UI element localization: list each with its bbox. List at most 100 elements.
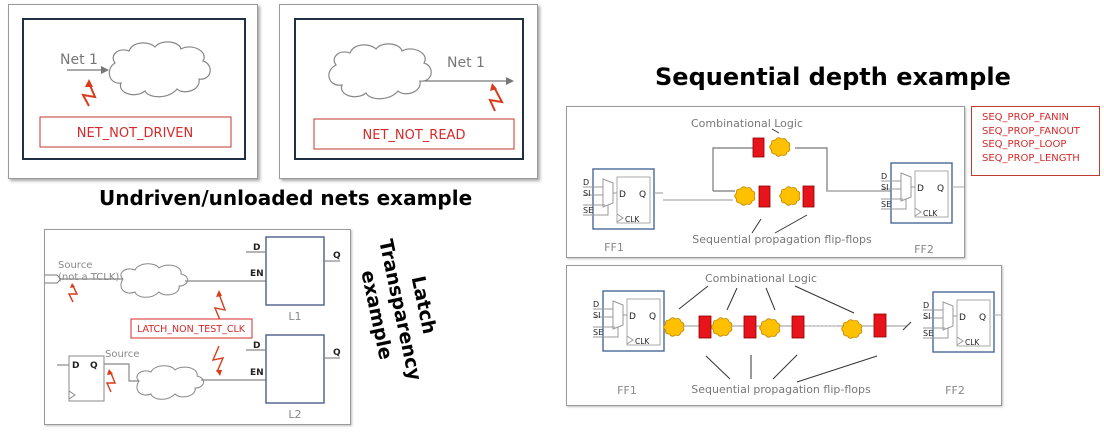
logic-cloud-icon [136, 365, 204, 400]
rule-box [313, 118, 515, 150]
ff-q-pin: Q [937, 184, 944, 194]
seq-rules-box: SEQ_PROP_FANIN SEQ_PROP_FANOUT SEQ_PROP_LO… [971, 106, 1100, 176]
ff-d-pin: D [629, 312, 636, 322]
source-flip-flop [68, 355, 105, 402]
clock-pin-icon [616, 213, 624, 223]
logic-cloud-icon [108, 41, 211, 98]
rule-box [130, 318, 253, 339]
source-label-top: Source [58, 260, 92, 271]
seq-flip-flop [743, 315, 757, 339]
latch-l1 [265, 236, 325, 306]
scan-d-pin: D [881, 172, 887, 181]
inner-frame [22, 18, 246, 160]
source-label-top-note: (not a TCLK) [58, 272, 119, 283]
l2-label: L2 [288, 408, 301, 421]
ff-d-pin: D [917, 184, 924, 194]
scan-si-pin: SI [881, 183, 888, 192]
error-bolt-icon [211, 345, 225, 373]
scan-d-pin: D [923, 301, 929, 310]
wire-slash [902, 321, 912, 331]
seq-rule-item: SEQ_PROP_FANIN [982, 112, 1070, 123]
scan-si-pin: SI [923, 312, 930, 321]
scan-se-pin: SE [881, 200, 891, 209]
ff2-label: FF2 [914, 243, 934, 256]
comb-logic-cloud-icon [663, 317, 685, 337]
flop-pointer [772, 354, 798, 380]
error-bolt-icon [105, 372, 117, 393]
inner-frame [294, 18, 524, 160]
scan-d-pin: D [583, 178, 589, 187]
comb-pointer [678, 285, 709, 310]
rule-name: NET_NOT_DRIVEN [77, 126, 194, 141]
error-arrow-icon [490, 83, 497, 91]
rule-name: NET_NOT_READ [363, 128, 466, 143]
ff-d-pin: D [959, 313, 966, 323]
scan-si-pin: SI [583, 189, 590, 198]
latch-l2 [265, 334, 325, 404]
rule-name: LATCH_NON_TEST_CLK [137, 324, 246, 335]
net-label: Net 1 [60, 52, 98, 68]
latch-transparency-panel: Source (not a TCLK) D EN Q L1 LATCH_NON_… [38, 229, 351, 425]
l1-q-pin: Q [333, 251, 341, 261]
clk-pin: CLK [625, 215, 640, 224]
comb-pointer [771, 128, 780, 134]
flop-pointer [705, 355, 731, 380]
error-arrow-icon [107, 369, 113, 375]
error-bolt-icon [67, 285, 79, 303]
scan-mux-icon [900, 172, 912, 202]
error-arrow-icon [216, 370, 222, 376]
clock-pin-icon [626, 335, 634, 345]
scan-mux-icon [602, 178, 614, 208]
scan-se-pin: SE [923, 329, 933, 338]
comb-logic-label: Combinational Logic [691, 117, 803, 130]
clk-pin: CLK [635, 337, 650, 346]
seq-flip-flop [802, 185, 815, 208]
l1-label: L1 [288, 310, 301, 323]
scan-se-pin: SE [583, 206, 593, 215]
comb-logic-cloud-icon [779, 186, 801, 206]
flop-pointer [796, 355, 878, 383]
net-not-driven-panel: Net 1 NET_NOT_DRIVEN [8, 4, 258, 179]
comb-logic-cloud-icon [841, 319, 863, 339]
clock-pin-icon [956, 336, 964, 346]
comb-logic-cloud-icon [734, 186, 756, 206]
ff-d-pin: D [72, 361, 79, 371]
ff-d-pin: D [619, 190, 626, 200]
error-bolt-icon [213, 293, 227, 321]
ff2-label: FF2 [945, 384, 965, 397]
loop-wire [712, 147, 753, 191]
l2-en-pin: EN [250, 368, 264, 378]
l1-d-pin: D [253, 243, 260, 253]
comb-logic-cloud-icon [759, 318, 781, 338]
seq-rule-item: SEQ_PROP_LENGTH [982, 152, 1080, 164]
arrow-head-icon [101, 66, 109, 74]
clock-pin-icon [914, 207, 922, 217]
net-label: Net 1 [447, 55, 485, 71]
seq-flip-flop [752, 137, 765, 158]
ff1-label: FF1 [617, 384, 637, 397]
l1-en-pin: EN [250, 269, 264, 279]
error-bolt-icon [81, 82, 97, 107]
seq-rule-item: SEQ_PROP_FANOUT [982, 125, 1080, 137]
clk-pin: CLK [965, 338, 980, 347]
latch-transparency-diagram: Source (not a TCLK) D EN Q L1 LATCH_NON_… [38, 236, 341, 421]
ff1-label: FF1 [604, 241, 624, 254]
seq-flip-flop [873, 313, 887, 338]
error-arrow-icon [70, 283, 75, 288]
l2-q-pin: Q [333, 348, 341, 358]
comb-pointer [794, 285, 855, 314]
seq-rule-item: SEQ_PROP_LOOP [982, 139, 1067, 150]
scan-d-pin: D [593, 300, 599, 309]
logic-cloud-icon [328, 43, 432, 100]
source-label-bottom: Source [105, 349, 139, 360]
comb-logic-cloud-icon [769, 137, 791, 157]
arrow-head-icon [506, 77, 514, 85]
seq-flip-flop [698, 315, 712, 339]
error-arrow-icon [85, 79, 93, 87]
net-not-driven-diagram: Net 1 NET_NOT_DRIVEN [22, 18, 246, 160]
